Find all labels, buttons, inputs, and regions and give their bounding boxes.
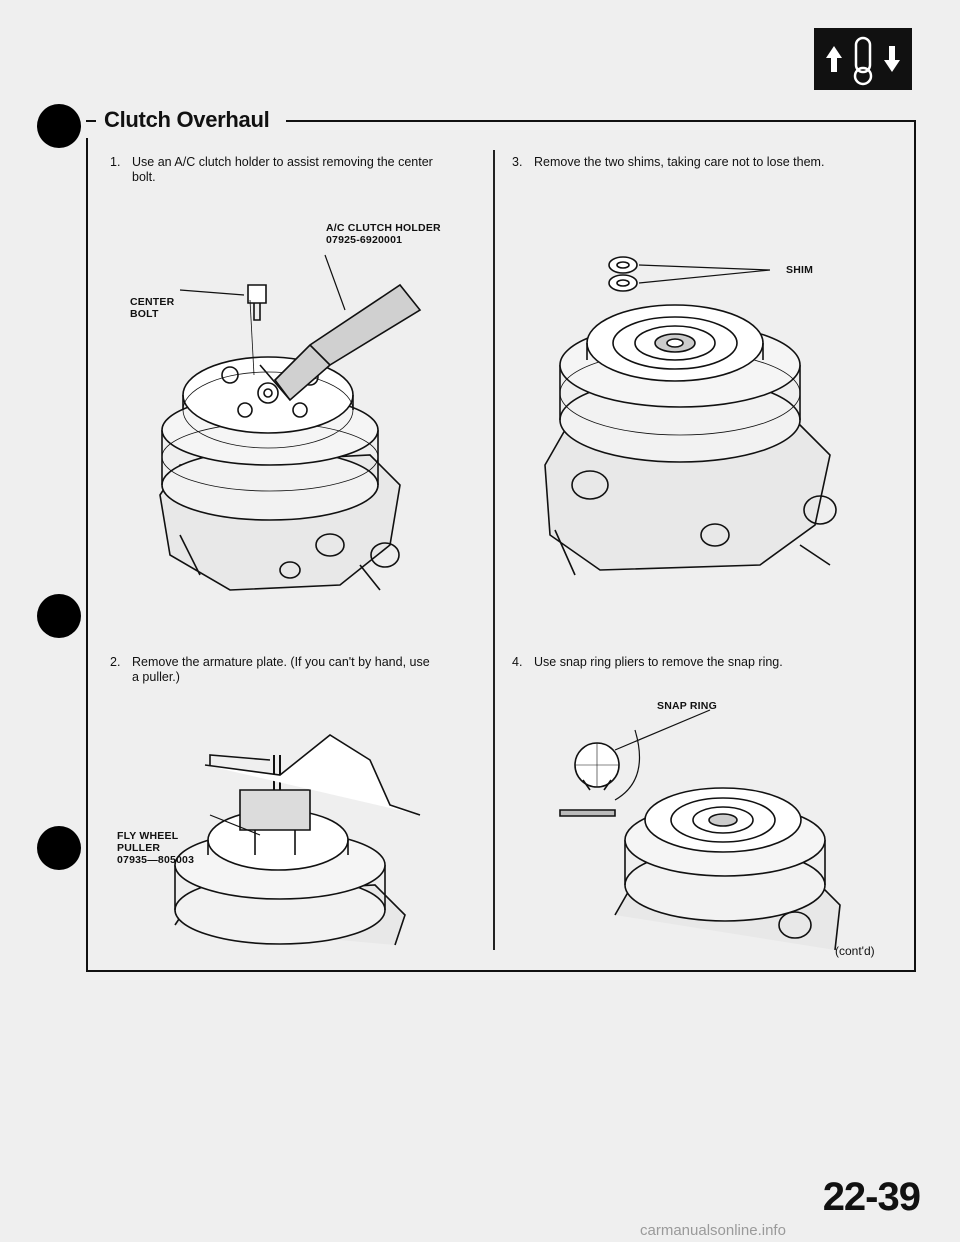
- step-3-text-line1: Remove the two shims, taking care not to…: [534, 155, 825, 169]
- figure-flywheel-puller: [150, 745, 450, 945]
- page-title: Clutch Overhaul: [104, 107, 270, 132]
- label-snap-ring: SNAP RING: [657, 700, 717, 712]
- label-flywheel-puller-line3: 07935—805003: [117, 854, 195, 866]
- frame-left-border: [86, 138, 88, 970]
- figure-clutch-holder: [140, 215, 480, 615]
- label-ac-clutch-holder-line1: A/C CLUTCH HOLDER: [326, 222, 441, 234]
- column-divider: [493, 150, 495, 950]
- figure-shims: [530, 245, 860, 585]
- ac-thermometer-arrows-icon: [814, 28, 912, 90]
- step-4-number: 4.: [512, 655, 523, 669]
- binder-hole-1: [37, 104, 81, 148]
- label-flywheel-puller: FLY WHEEL PULLER 07935—805003: [117, 830, 194, 866]
- label-shim: SHIM: [786, 264, 814, 276]
- binder-hole-2: [37, 594, 81, 638]
- label-flywheel-puller-line2: PULLER: [117, 842, 161, 854]
- step-3-number: 3.: [512, 155, 523, 169]
- label-center-bolt: CENTER BOLT: [130, 296, 174, 320]
- step-1-text-line2: bolt.: [132, 170, 156, 184]
- binder-hole-3: [37, 826, 81, 870]
- step-4-text-line1: Use snap ring pliers to remove the snap …: [534, 655, 783, 669]
- step-2-text-line2: a puller.): [132, 670, 180, 684]
- step-1-text-line1: Use an A/C clutch holder to assist remov…: [132, 155, 433, 169]
- section-frame: [86, 120, 916, 972]
- label-flywheel-puller-line1: FLY WHEEL: [117, 830, 179, 842]
- label-ac-clutch-holder: A/C CLUTCH HOLDER 07925-6920001: [326, 222, 441, 246]
- watermark: carmanualsonline.info: [640, 1222, 786, 1239]
- label-ac-clutch-holder-line2: 07925-6920001: [326, 234, 403, 246]
- continued-note: (cont'd): [835, 944, 875, 958]
- figure-snap-ring: [555, 710, 865, 950]
- step-2-number: 2.: [110, 655, 121, 669]
- page-number: 22-39: [822, 1175, 921, 1219]
- step-2-text-line1: Remove the armature plate. (If you can't…: [132, 655, 430, 669]
- step-1-number: 1.: [110, 155, 121, 169]
- label-center-bolt-line1: CENTER: [130, 296, 175, 308]
- label-center-bolt-line2: BOLT: [130, 308, 159, 320]
- title-gap: [96, 110, 286, 134]
